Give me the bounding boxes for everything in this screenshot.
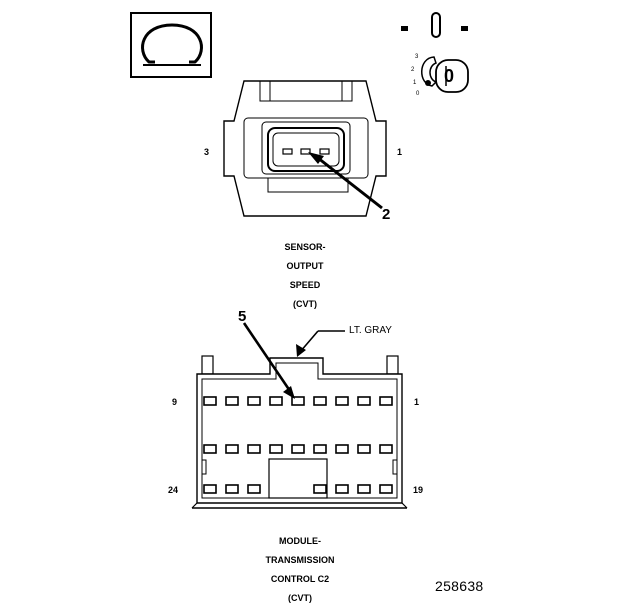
ohmmeter-icon [130,12,212,78]
module-pin-top-left-label: 9 [172,397,178,407]
module-caption-line: (CVT) [288,593,312,603]
pin-cavity [247,396,261,406]
pin-cavity [225,396,239,406]
sensor-callout-number: 2 [382,206,391,223]
color-label-leader [296,330,345,357]
ignition-scale-2: 2 [411,67,415,73]
sensor-caption: SENSOR- OUTPUT SPEED (CVT) [250,238,360,314]
pin-cavity [225,484,239,494]
pin-cavity [203,444,217,454]
pin-cavity [379,484,393,494]
module-connector [191,355,408,509]
ignition-scale-1: 1 [413,80,417,86]
module-caption-line: CONTROL C2 [270,574,330,584]
pin-cavity [357,396,371,406]
module-caption: MODULE- TRANSMISSION CONTROL C2 (CVT) [235,532,365,608]
sensor-caption-line: SPEED [289,280,321,290]
pin-cavity [269,396,283,406]
sensor-callout-leader [308,152,383,210]
module-pin-bottom-right-label: 19 [413,485,424,495]
module-pin-bottom-left-label: 24 [168,485,179,495]
module-callout-leader [242,322,295,399]
module-callout-number: 5 [238,308,247,325]
pin-cavity [357,484,371,494]
pin-cavity [335,396,349,406]
sensor-caption-line: (CVT) [293,299,317,309]
ignition-position-label: 0 [444,66,455,86]
figure-number: 258638 [435,578,484,594]
ignition-key-icon [421,56,469,93]
ignition-scale-3: 3 [415,54,419,60]
pin-cavity [291,444,305,454]
pin-cavity [313,444,327,454]
pin-cavity [335,444,349,454]
module-caption-line: MODULE- [279,536,321,546]
module-color-label: LT. GRAY [349,325,392,336]
pin-cavity [225,444,239,454]
ignition-off-icon [401,12,468,38]
ignition-scale-0: 0 [416,91,420,97]
module-pin-cavities [203,396,393,494]
sensor-caption-line: OUTPUT [286,261,324,271]
sensor-pin-right-label: 1 [397,147,403,157]
pin-cavity [313,396,327,406]
pin-cavity [379,444,393,454]
pin-cavity [269,444,283,454]
pin-cavity [313,484,327,494]
sensor-caption-line: SENSOR- [284,242,326,252]
pin-cavity [203,396,217,406]
module-pin-top-right-label: 1 [414,397,420,407]
pin-cavity [357,444,371,454]
pin-cavity [291,396,305,406]
module-caption-line: TRANSMISSION [265,555,335,565]
pin-cavity [203,484,217,494]
pin-cavity [335,484,349,494]
pin-cavity [247,484,261,494]
sensor-pin-left-label: 3 [204,147,210,157]
sensor-connector [223,80,387,217]
pin-cavity [247,444,261,454]
pin-cavity [379,396,393,406]
